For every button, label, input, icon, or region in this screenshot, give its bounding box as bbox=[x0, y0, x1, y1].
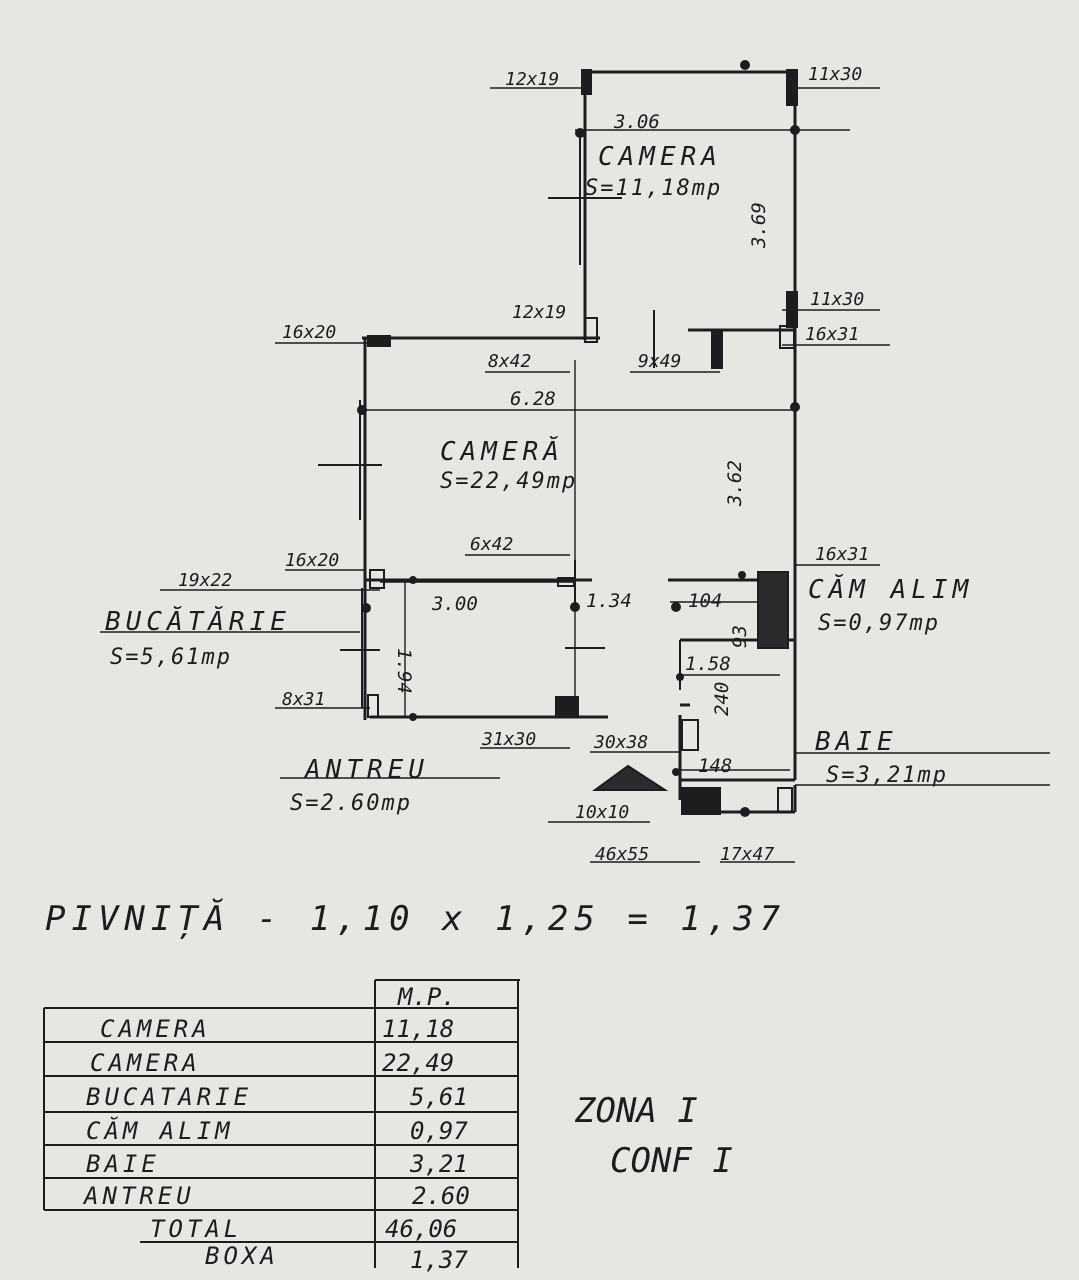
room-bucatarie-length: 1.94 bbox=[393, 648, 415, 694]
room-camera-main-length: 3.62 bbox=[724, 460, 746, 507]
section-label: 19x22 bbox=[178, 570, 232, 591]
section-label: 8x42 bbox=[488, 351, 531, 372]
room-cam-alim-name: CĂM ALIM bbox=[808, 573, 973, 605]
table-row-label: BAIE bbox=[86, 1150, 160, 1178]
conf-label: CONF I bbox=[610, 1141, 733, 1181]
section-label: 46x55 bbox=[595, 844, 649, 865]
dim-148: 148 bbox=[698, 755, 732, 777]
dim-158: 1.58 bbox=[685, 653, 731, 675]
room-camera-top-name: CAMERA bbox=[598, 142, 722, 172]
dim-104: 104 bbox=[688, 590, 722, 612]
table-row-label: CĂM ALIM bbox=[86, 1116, 234, 1145]
room-bucatarie-name: BUCĂTĂRIE bbox=[105, 605, 291, 637]
section-label: 10x10 bbox=[575, 802, 629, 823]
dimension-dots bbox=[357, 60, 800, 817]
room-antreu-area: S=2.60mp bbox=[290, 791, 412, 816]
room-antreu-name: ANTREU bbox=[303, 755, 429, 785]
room-camera-top-width: 3.06 bbox=[613, 111, 660, 133]
room-camera-top-area: S=11,18mp bbox=[585, 176, 722, 201]
chimney-column bbox=[757, 571, 789, 649]
section-label: 12x19 bbox=[512, 302, 566, 323]
table-row-label: ANTREU bbox=[82, 1182, 195, 1210]
entrance-marker bbox=[591, 764, 669, 791]
room-camera-main-name: CAMERĂ bbox=[440, 435, 564, 467]
room-camera-top-length: 3.69 bbox=[748, 202, 770, 249]
table-row-value: 3,21 bbox=[409, 1150, 468, 1178]
room-bucatarie-area: S=5,61mp bbox=[110, 645, 232, 670]
table-row-value: 22,49 bbox=[382, 1049, 454, 1077]
dim-134: 1.34 bbox=[586, 590, 632, 612]
table-row-value: 0,97 bbox=[410, 1117, 468, 1145]
table-row-label: BOXA bbox=[205, 1242, 279, 1270]
section-label: 16x31 bbox=[805, 324, 859, 345]
zone-label: ZONA I bbox=[574, 1091, 698, 1131]
section-label: 9x49 bbox=[638, 351, 681, 372]
dim-93: 93 bbox=[729, 625, 751, 648]
table-row-value: 11,18 bbox=[382, 1015, 454, 1043]
pivnita-note: PIVNIȚĂ - 1,10 x 1,25 = 1,37 bbox=[45, 898, 786, 939]
table-row-value: 2.60 bbox=[412, 1182, 470, 1210]
room-bucatarie-width: 3.00 bbox=[431, 593, 478, 615]
door-marks bbox=[318, 130, 719, 708]
table-row-value: 46,06 bbox=[385, 1215, 457, 1243]
table-row-value: 1,37 bbox=[410, 1246, 468, 1274]
section-label: 30x38 bbox=[593, 732, 648, 753]
room-baie-name: BAIE bbox=[815, 727, 898, 757]
section-label: 11x30 bbox=[810, 289, 864, 310]
table-row-label: CAMERA bbox=[90, 1049, 201, 1077]
table-row-label: CAMERA bbox=[100, 1015, 211, 1043]
table-header: M.P. bbox=[397, 983, 456, 1011]
table-row-value: 5,61 bbox=[410, 1083, 468, 1111]
room-baie-area: S=3,21mp bbox=[826, 763, 948, 788]
section-label: 8x31 bbox=[282, 689, 325, 710]
section-label: 17x47 bbox=[720, 844, 774, 865]
section-label: 6x42 bbox=[470, 534, 513, 555]
dimension-lines bbox=[100, 87, 1050, 863]
table-row-label: TOTAL bbox=[150, 1215, 242, 1243]
table-row-label: BUCATARIE bbox=[86, 1083, 252, 1111]
section-label: 31x30 bbox=[481, 729, 536, 750]
room-camera-main-width: 6.28 bbox=[510, 388, 556, 410]
section-label: 12x19 bbox=[505, 69, 559, 90]
section-label: 16x20 bbox=[282, 322, 336, 343]
columns bbox=[367, 69, 798, 815]
room-camera-main-area: S=22,49mp bbox=[440, 469, 577, 494]
room-cam-alim-area: S=0,97mp bbox=[818, 611, 940, 636]
dim-240: 240 bbox=[711, 682, 733, 716]
area-table bbox=[43, 979, 520, 1268]
section-label: 11x30 bbox=[808, 64, 862, 85]
section-label: 16x20 bbox=[285, 550, 339, 571]
section-label: 16x31 bbox=[815, 544, 869, 565]
